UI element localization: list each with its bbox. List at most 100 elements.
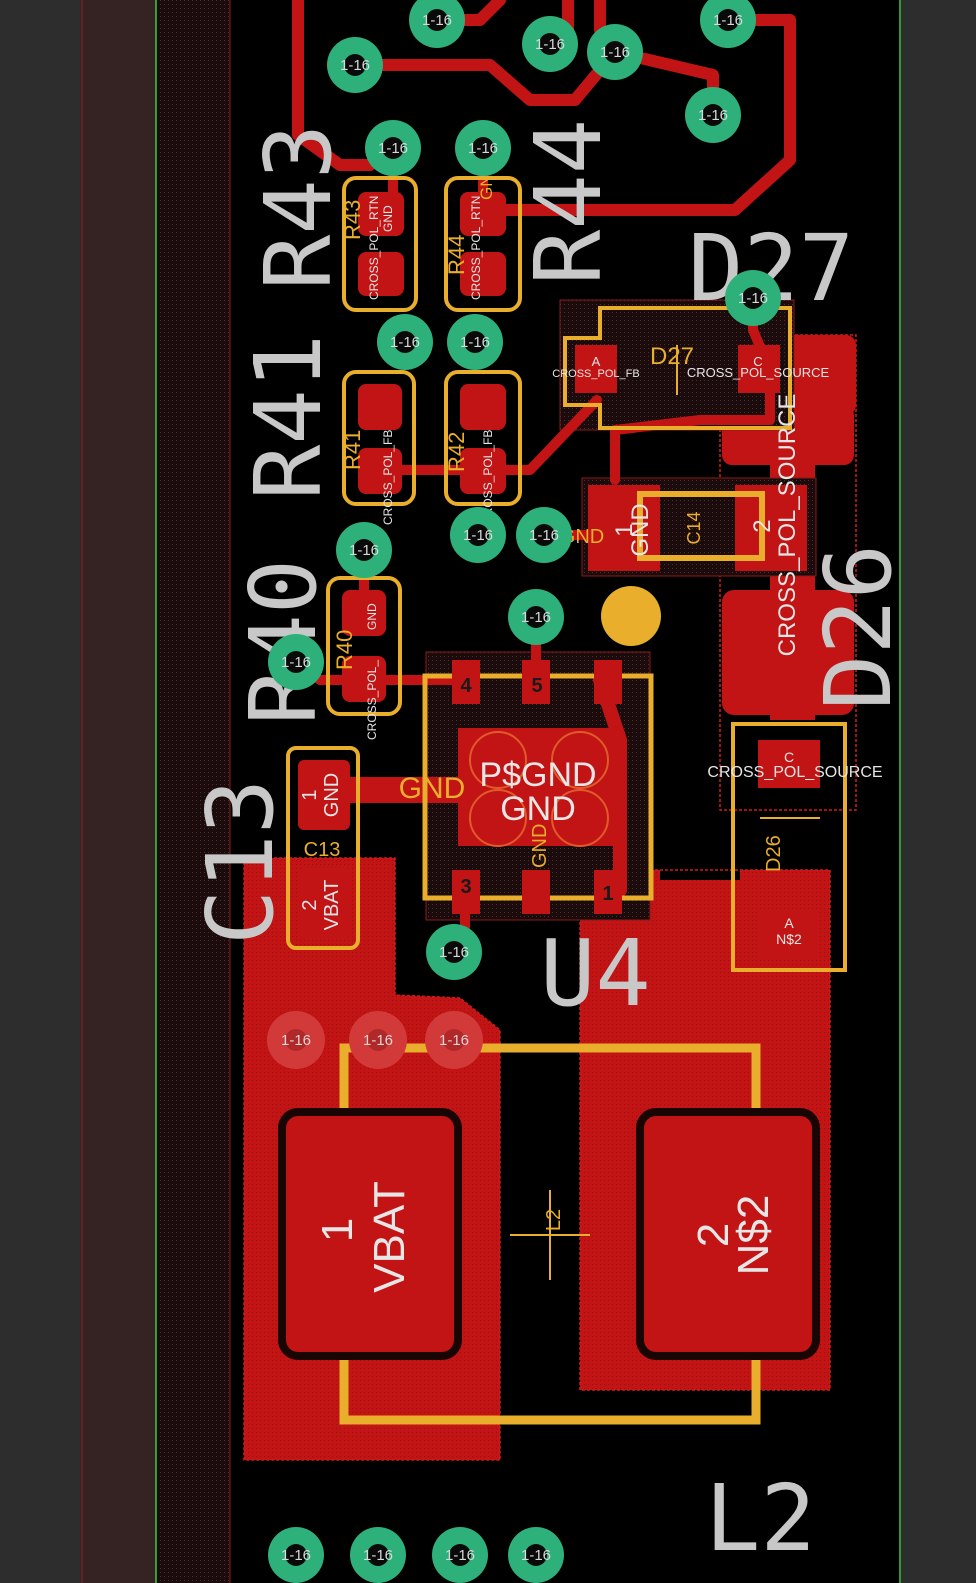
r40-pin2-net: CROSS_POL_ <box>365 660 379 740</box>
via-drill <box>702 104 724 126</box>
via-18[interactable]: 1-16 <box>349 1011 407 1069</box>
via-label: 1-16 <box>698 107 728 124</box>
via-13[interactable]: 1-16 <box>336 522 392 578</box>
via-0[interactable]: 1-16 <box>409 0 465 48</box>
via-19[interactable]: 1-16 <box>425 1011 483 1069</box>
via-label: 1-16 <box>363 1547 393 1564</box>
c13-pin2-net: VBAT <box>321 880 343 931</box>
via-drill <box>353 539 375 561</box>
via-3[interactable]: 1-16 <box>700 0 756 48</box>
via-22[interactable]: 1-16 <box>432 1527 488 1583</box>
c14-pin2: 2 <box>749 519 776 532</box>
u4-pin5: 5 <box>531 675 542 697</box>
d26-anode-net: N$2 <box>776 931 802 947</box>
via-label: 1-16 <box>468 140 498 157</box>
via-16[interactable]: 1-16 <box>426 924 482 980</box>
via-drill <box>742 287 764 309</box>
d26-anode-pin: A <box>784 915 794 931</box>
via-12[interactable]: 1-16 <box>516 507 572 563</box>
c14-pin2-net: CROSS_POL_SOURCE <box>774 394 801 657</box>
d27-silk-label: D27 <box>650 343 694 370</box>
c13-pin1-net: GND <box>321 773 343 817</box>
via-7[interactable]: 1-16 <box>455 120 511 176</box>
refdes-c13: C13 <box>187 779 294 945</box>
r42-pin2-net: CROSS_POL_FB <box>481 430 495 525</box>
via-drill <box>426 9 448 31</box>
diode-d27[interactable]: D27 A CROSS_POL_FB C CROSS_POL_SOURCE <box>552 306 829 430</box>
keepout-strip <box>80 0 156 1583</box>
via-label: 1-16 <box>600 44 630 61</box>
refdes-r43: R43 <box>245 124 352 290</box>
via-label: 1-16 <box>713 12 743 29</box>
r44-silk-label: R44 <box>444 235 469 275</box>
via-label: 1-16 <box>521 1547 551 1564</box>
via-21[interactable]: 1-16 <box>350 1527 406 1583</box>
net-label-gnd-trace: GND <box>399 772 466 805</box>
resistor-r41[interactable]: R41 CROSS_POL_FB <box>340 370 416 525</box>
via-label: 1-16 <box>390 334 420 351</box>
r41-pin2-net: CROSS_POL_FB <box>381 430 395 525</box>
u4-pin4: 4 <box>460 675 472 697</box>
via-8[interactable]: 1-16 <box>725 270 781 326</box>
via-1[interactable]: 1-16 <box>522 16 578 72</box>
via-label: 1-16 <box>281 1547 311 1564</box>
via-5[interactable]: 1-16 <box>685 87 741 143</box>
via-17[interactable]: 1-16 <box>267 1011 325 1069</box>
via-15[interactable]: 1-16 <box>268 634 324 690</box>
via-drill <box>604 41 626 63</box>
capacitor-c13[interactable]: 1 GND 2 VBAT C13 <box>286 746 360 950</box>
diode-d26[interactable]: C CROSS_POL_SOURCE A N$2 D26 <box>707 722 883 972</box>
via-drill <box>472 137 494 159</box>
via-2[interactable]: 1-16 <box>587 24 643 80</box>
via-drill <box>464 331 486 353</box>
refdes-d26: D26 <box>805 544 912 710</box>
refdes-r41: R41 <box>235 334 342 500</box>
c13-pin2: 2 <box>299 899 321 910</box>
via-label: 1-16 <box>463 527 493 544</box>
via-label: 1-16 <box>521 609 551 626</box>
via-label: 1-16 <box>422 12 452 29</box>
via-drill <box>285 1029 307 1051</box>
resistor-r44[interactable]: R44 CROSS_POL_RTN GND <box>444 162 522 312</box>
u4-pin1-marker <box>601 586 661 646</box>
r43-pin2-net: CROSS_POL_RTN <box>367 196 381 300</box>
via-drill <box>367 1544 389 1566</box>
via-label: 1-16 <box>378 140 408 157</box>
via-11[interactable]: 1-16 <box>450 507 506 563</box>
refdes-l2: L2 <box>705 1465 816 1572</box>
via-10[interactable]: 1-16 <box>447 314 503 370</box>
d27-anode-pin: A <box>592 354 601 369</box>
l2-pin1: 1 <box>313 1218 362 1242</box>
via-drill <box>467 524 489 546</box>
l2-pin1-net: VBAT <box>365 1181 414 1293</box>
via-label: 1-16 <box>349 542 379 559</box>
ic-u4[interactable]: 4 5 3 1 P$GND GND GND <box>422 660 654 914</box>
via-6[interactable]: 1-16 <box>365 120 421 176</box>
r41-silk-label: R41 <box>340 430 365 470</box>
r43-silk-label: R43 <box>340 200 365 240</box>
capacitor-c14[interactable]: 1 GND 2 C14 <box>588 485 807 571</box>
via-drill <box>525 1544 547 1566</box>
via-label: 1-16 <box>281 654 311 671</box>
via-14[interactable]: 1-16 <box>508 589 564 645</box>
d26-silk-label: D26 <box>763 835 785 872</box>
inductor-l2[interactable]: 1 VBAT 2 N$2 L2 <box>278 1043 820 1425</box>
via-9[interactable]: 1-16 <box>377 314 433 370</box>
via-drill <box>717 9 739 31</box>
via-drill <box>449 1544 471 1566</box>
via-4[interactable]: 1-16 <box>327 37 383 93</box>
u4-center-net: P$GND <box>479 756 596 794</box>
via-label: 1-16 <box>738 290 768 307</box>
via-label: 1-16 <box>363 1032 393 1049</box>
via-23[interactable]: 1-16 <box>508 1527 564 1583</box>
c14-pin1-net: GND <box>627 503 654 556</box>
u4-pin1: 1 <box>602 883 613 905</box>
via-20[interactable]: 1-16 <box>268 1527 324 1583</box>
u4-pin3: 3 <box>460 876 471 898</box>
resistor-r42[interactable]: R42 CROSS_POL_FB <box>444 370 522 525</box>
refdes-u4: U4 <box>540 920 651 1027</box>
d26-cathode-net: CROSS_POL_SOURCE <box>707 764 882 781</box>
resistor-r43[interactable]: R43 CROSS_POL_RTN GND <box>340 176 418 312</box>
via-label: 1-16 <box>439 1032 469 1049</box>
